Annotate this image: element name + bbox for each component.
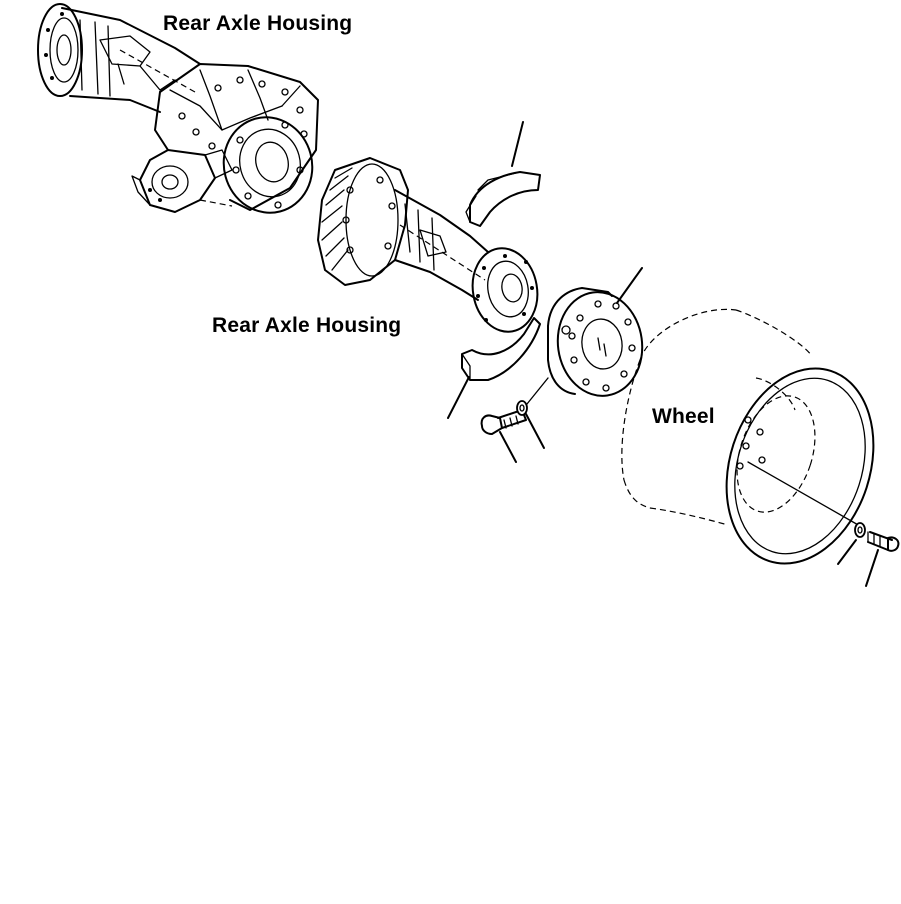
bolt-and-washer-right — [837, 522, 900, 587]
counterweight-half-upper — [465, 121, 541, 227]
wheel-rim — [621, 308, 875, 565]
bolt-and-washer-center — [480, 377, 549, 463]
rear-axle-housing-assembly-top — [37, 3, 319, 214]
rear-axle-housing-label-top: Rear Axle Housing — [163, 12, 353, 35]
wheel-label: Wheel — [652, 405, 715, 428]
rear-axle-housing-label-middle: Rear Axle Housing — [212, 314, 402, 337]
rear-axle-housing-lower — [317, 157, 539, 333]
spacer-ring — [547, 267, 644, 397]
counterweight-half-lower — [447, 317, 541, 419]
